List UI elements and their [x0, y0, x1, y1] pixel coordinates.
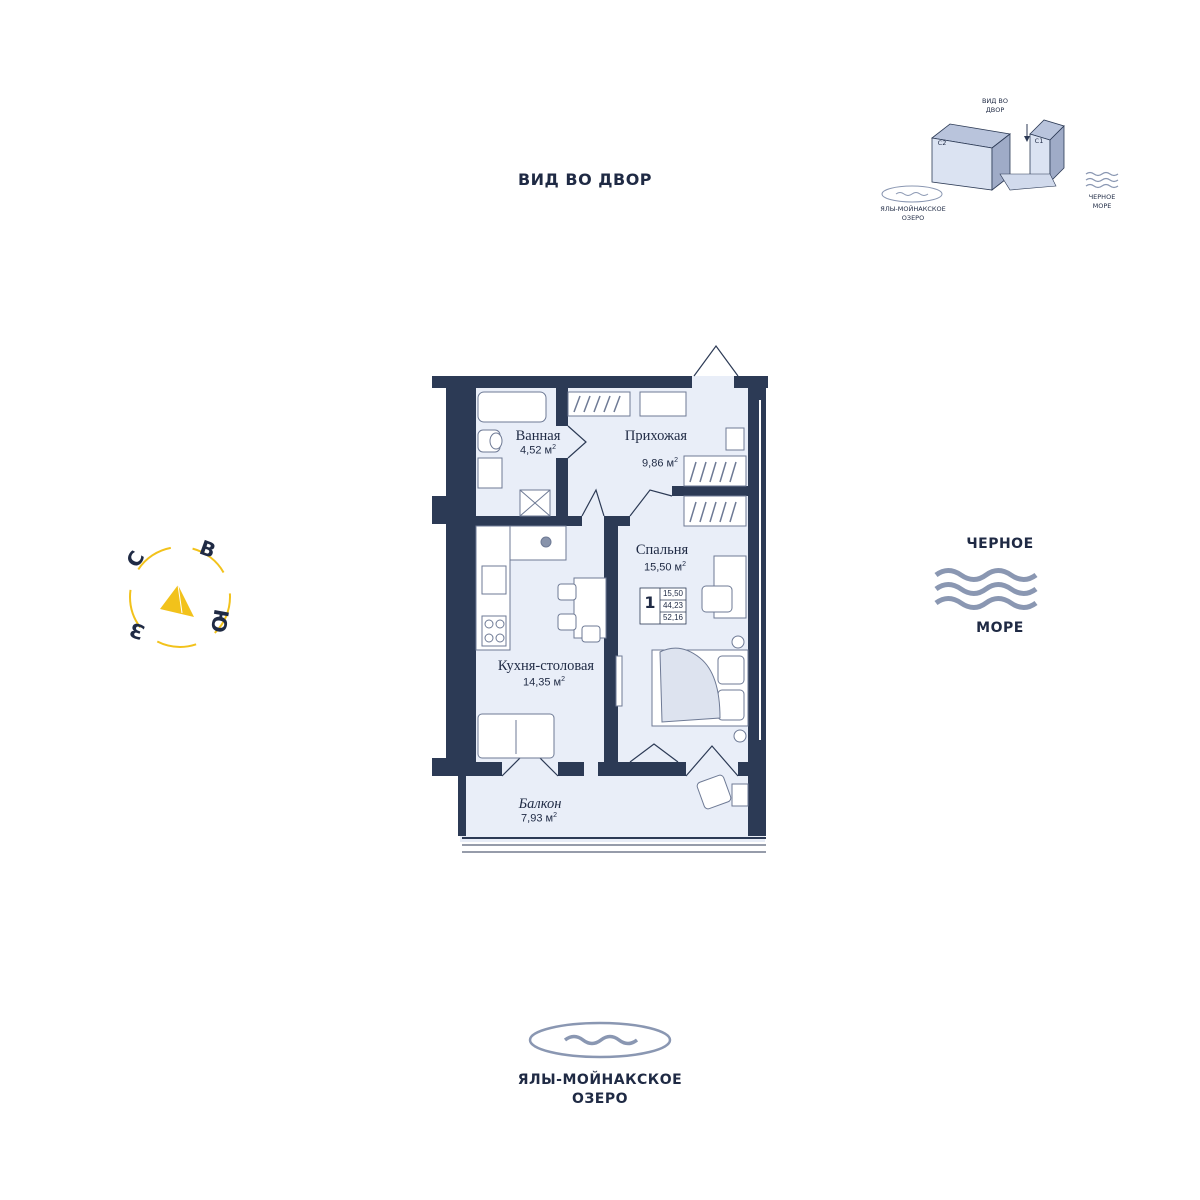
minimap-lake-label-2: ОЗЕРО: [901, 214, 925, 222]
kitchen-name: Кухня-столовая: [497, 658, 595, 674]
minimap-sea-label-2: МОРЕ: [1092, 202, 1112, 210]
minimap-view-label-2: ДВОР: [985, 106, 1005, 114]
compass: С В Ю З: [120, 535, 250, 665]
view-label: ВИД ВО ДВОР: [517, 170, 653, 189]
rooms-count: 1: [644, 593, 656, 612]
minimap-lake-label-1: ЯЛЫ-МОЙНАКСКОЕ: [880, 205, 946, 213]
sea-label-top: ЧЕРНОЕ: [966, 536, 1034, 552]
minimap-sea-label-1: ЧЕРНОЕ: [1088, 193, 1116, 201]
minimap-building-c2: С2: [937, 139, 947, 147]
hall-area: 9,86 м2: [642, 457, 678, 470]
balcony-name: Балкон: [518, 796, 562, 812]
hall-name: Прихожая: [624, 428, 688, 444]
lake-label-1: ЯЛЫ-МОЙНАКСКОЕ: [517, 1072, 683, 1088]
minimap-building-c1: С1: [1034, 137, 1044, 145]
balcony-total-value: 52,16: [662, 613, 684, 622]
bath-name: Ванная: [515, 428, 561, 444]
total-area-value: 44,23: [662, 601, 684, 610]
kitchen-area: 14,35 м2: [522, 676, 566, 689]
bedroom-name: Спальня: [635, 542, 689, 558]
minimap-view-label-1: ВИД ВО: [981, 97, 1009, 105]
minimap-buildings: [881, 119, 1119, 203]
lake-label-2: ОЗЕРО: [571, 1091, 629, 1107]
bath-area: 4,52 м2: [520, 444, 556, 457]
living-area-value: 15,50: [662, 589, 684, 598]
bedroom-area: 15,50 м2: [643, 561, 687, 574]
balcony-area: 7,93 м2: [521, 812, 557, 825]
sea-label-bottom: МОРЕ: [976, 620, 1024, 636]
compass-icon: [129, 546, 231, 648]
minimap: ВИД ВО ДВОР С2 С1 ЯЛЫ-МОЙНАКСКОЕ ОЗЕРО Ч…: [860, 90, 1160, 250]
